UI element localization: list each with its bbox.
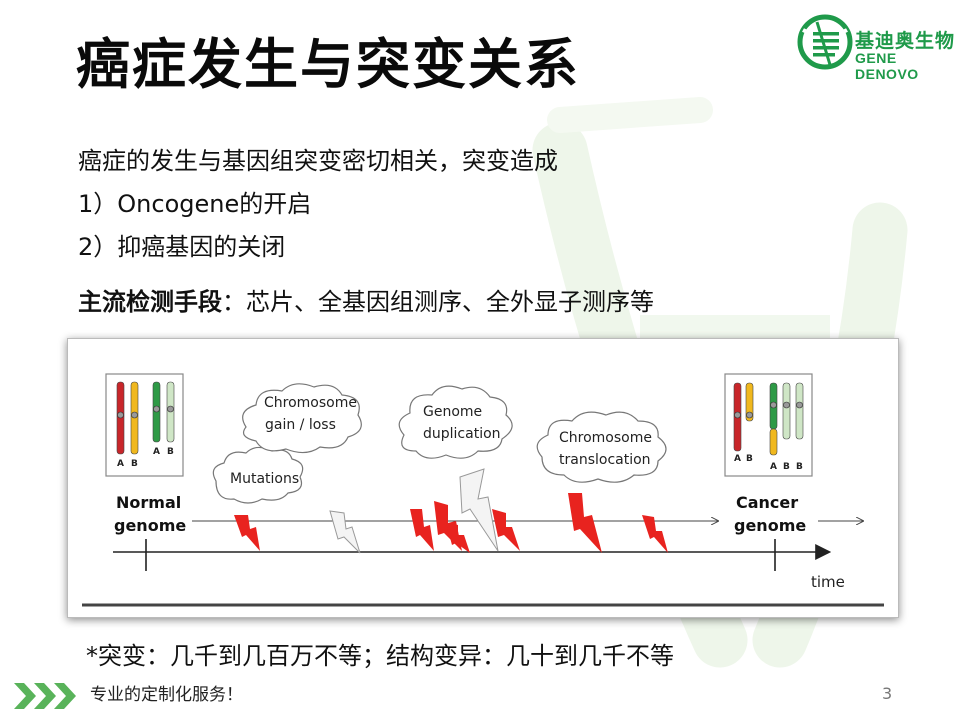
logo-name-cn: 基迪奥生物 xyxy=(855,30,956,52)
body-line-suppressor: 2）抑癌基因的关闭 xyxy=(78,233,286,261)
bolt-red-icon xyxy=(234,515,260,551)
body-text: 癌症的发生与基因组突变密切相关，突变造成 1）Oncogene的开启 2）抑癌基… xyxy=(78,140,558,269)
normal-genome-label: genome xyxy=(114,516,186,535)
normal-chromosome-box: A B A B xyxy=(105,373,184,477)
chrom-label: B xyxy=(167,447,174,457)
page-number: 3 xyxy=(882,684,893,703)
footer-slogan: 专业的定制化服务！ xyxy=(90,685,243,705)
normal-genome-label: Normal xyxy=(116,493,181,512)
dna-logo-icon xyxy=(797,14,853,70)
body-line-intro: 癌症的发生与基因组突变密切相关，突变造成 xyxy=(78,147,558,175)
footer-chevron-icon xyxy=(14,683,76,709)
method-label: 主流检测手段 xyxy=(78,288,222,316)
cloud-duplication: Genome duplication xyxy=(398,385,513,459)
chrom-label: A xyxy=(734,454,741,464)
cloud-gain-loss: Chromosome gain / loss xyxy=(242,383,362,454)
detection-methods: 主流检测手段：芯片、全基因组测序、全外显子测序等 xyxy=(78,282,654,322)
chrom-label: A xyxy=(153,447,160,457)
cloud-text: Chromosome xyxy=(559,430,652,446)
slide-title: 癌症发生与突变关系 xyxy=(76,33,580,96)
company-logo: 基迪奥生物 GENE DENOVO xyxy=(797,12,962,82)
bolt-red-icon xyxy=(642,515,668,553)
chrom-label: B xyxy=(131,459,138,469)
cloud-text: Chromosome xyxy=(264,395,357,411)
figure-canvas: A B A B A B A B B Normal genome xyxy=(82,373,884,607)
cancer-evolution-figure: A B A B A B A B B Normal genome xyxy=(67,338,899,618)
body-line-oncogene: 1）Oncogene的开启 xyxy=(78,190,312,218)
chrom-label: B xyxy=(796,462,803,472)
cloud-text: duplication xyxy=(423,426,501,442)
logo-name-en: GENE DENOVO xyxy=(855,50,919,82)
mutation-count-note: *突变：几千到几百万不等；结构变异：几十到几千不等 xyxy=(86,642,674,670)
chrom-label: B xyxy=(746,454,753,464)
chrom-label: A xyxy=(117,459,124,469)
cloud-text: Genome xyxy=(423,404,482,420)
mutation-bolts xyxy=(234,468,668,554)
method-items: 芯片、全基因组测序、全外显子测序等 xyxy=(246,288,654,316)
bolt-gray-icon xyxy=(459,468,499,552)
chrom-label: B xyxy=(783,462,790,472)
cloud-text: translocation xyxy=(559,452,651,468)
bolt-red-icon xyxy=(446,523,470,553)
cancer-genome-label: Cancer xyxy=(736,493,798,512)
bolt-red-icon xyxy=(568,493,602,553)
method-separator: ： xyxy=(222,288,246,316)
bolt-red-icon xyxy=(410,509,434,551)
bolt-gray-icon xyxy=(329,510,361,554)
cloud-mutations: Mutations xyxy=(212,446,304,504)
chrom-label: A xyxy=(770,462,777,472)
cancer-genome-label: genome xyxy=(734,516,806,535)
time-label: time xyxy=(811,573,845,591)
bolt-red-icon xyxy=(492,509,520,551)
cloud-translocation: Chromosome translocation xyxy=(536,411,667,483)
cancer-chromosome-box: A B A B B xyxy=(724,373,813,477)
cloud-text: Mutations xyxy=(230,471,299,487)
cloud-text: gain / loss xyxy=(265,417,336,433)
